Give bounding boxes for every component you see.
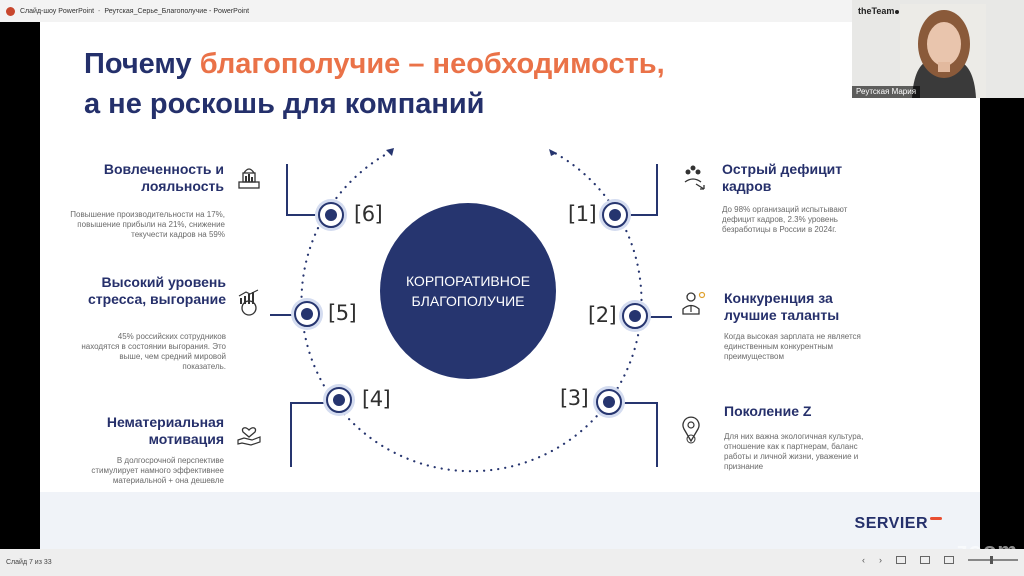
hand-heart-icon (237, 427, 261, 446)
connector-6-h (286, 214, 318, 216)
node-1[interactable] (602, 202, 628, 228)
slide-title: Почему благополучие – необходимость, а н… (84, 44, 665, 124)
title-line1-accent: благополучие – необходимость, (199, 48, 665, 80)
webcam-tile[interactable]: theTeam Реутская Мария (852, 0, 1024, 98)
growth-chart-icon (238, 289, 259, 316)
node-3-label: [3] (560, 386, 589, 410)
cam-brand: theTeam (858, 6, 900, 16)
participant-video (900, 4, 986, 98)
block-1-text: До 98% организаций испытывают дефицит ка… (722, 205, 848, 234)
slide[interactable]: Почему благополучие – необходимость, а н… (40, 22, 980, 549)
title-separator: - (98, 7, 101, 15)
node-6-label: [6] (354, 202, 383, 226)
app-title: Слайд-шоу PowerPoint (20, 7, 95, 15)
slide-sorter-icon[interactable] (920, 556, 930, 564)
connector-1-h (628, 214, 658, 216)
block-5-text: 45% российских сотрудников находятся в с… (81, 332, 226, 371)
block-1-title: Острый дефицит кадров (722, 161, 843, 194)
connector-2-h (648, 316, 672, 318)
participant-name: Реутская Мария (852, 86, 921, 98)
statusbar-controls: ‹ › (862, 555, 1018, 565)
normal-view-icon[interactable] (896, 556, 906, 564)
zoom-slider[interactable] (968, 556, 1018, 564)
connector-6-v (286, 164, 288, 216)
block-3-text: Для них важна экологичная культура, отно… (724, 432, 864, 471)
logo-text: SERVIER (854, 515, 928, 532)
cam-brand-text: theTeam (858, 6, 895, 16)
slide-footer-band (40, 492, 980, 549)
slide-counter: Слайд 7 из 33 (6, 559, 52, 566)
block-4-text: В долгосрочной перспективе стимулирует н… (91, 456, 224, 485)
connector-4-h (290, 402, 326, 404)
connector-5-h (270, 314, 294, 316)
node-5[interactable] (294, 301, 320, 327)
title-line1-part1: Почему (84, 48, 200, 80)
window-titlebar: Слайд-шоу PowerPoint - Реутская_Серье_Бл… (0, 0, 1024, 22)
block-6-title: Вовлеченность и лояльность (103, 161, 224, 194)
node-2-label: [2] (588, 303, 617, 327)
businessman-idea-icon (682, 291, 706, 315)
node-2[interactable] (622, 303, 648, 329)
block-5-title: Высокий уровень стресса, выгорание (87, 274, 226, 307)
location-pin-icon (682, 416, 700, 444)
connector-4-v (290, 402, 292, 467)
powerpoint-icon (6, 6, 15, 16)
node-4-label: [4] (362, 387, 391, 411)
connector-3-v (656, 402, 658, 467)
connector-3-h (622, 402, 658, 404)
node-3[interactable] (596, 389, 622, 415)
trophy-icon (238, 168, 260, 189)
title-line2: а не роскошь для компаний (84, 88, 485, 120)
node-4[interactable] (326, 387, 352, 413)
statusbar: Слайд 7 из 33 ‹ › (0, 549, 1024, 576)
block-2-title: Конкуренция за лучшие таланты (724, 290, 840, 323)
center-label: КОРПОРАТИВНОЕ БЛАГОПОЛУЧИЕ (405, 273, 531, 309)
dotted-ring (300, 148, 643, 473)
center-circle: КОРПОРАТИВНОЕ БЛАГОПОЛУЧИЕ (380, 203, 556, 379)
block-3-title: Поколение Z (724, 403, 812, 419)
connector-1-v (656, 164, 658, 216)
prev-slide-icon[interactable]: ‹ (862, 555, 865, 565)
servier-logo: SERVIER (855, 515, 942, 533)
block-6-text: Повышение производительности на 17%, пов… (70, 210, 225, 239)
block-2-text: Когда высокая зарплата не является единс… (724, 332, 861, 361)
node-6[interactable] (318, 202, 344, 228)
reading-view-icon[interactable] (944, 556, 954, 564)
file-title: Реутская_Серье_Благополучие - PowerPoint (104, 7, 250, 15)
next-slide-icon[interactable]: › (879, 555, 882, 565)
node-5-label: [5] (328, 301, 357, 325)
node-1-label: [1] (568, 202, 597, 226)
people-decline-icon (684, 165, 705, 190)
block-4-title: Нематериальная мотивация (106, 414, 224, 447)
